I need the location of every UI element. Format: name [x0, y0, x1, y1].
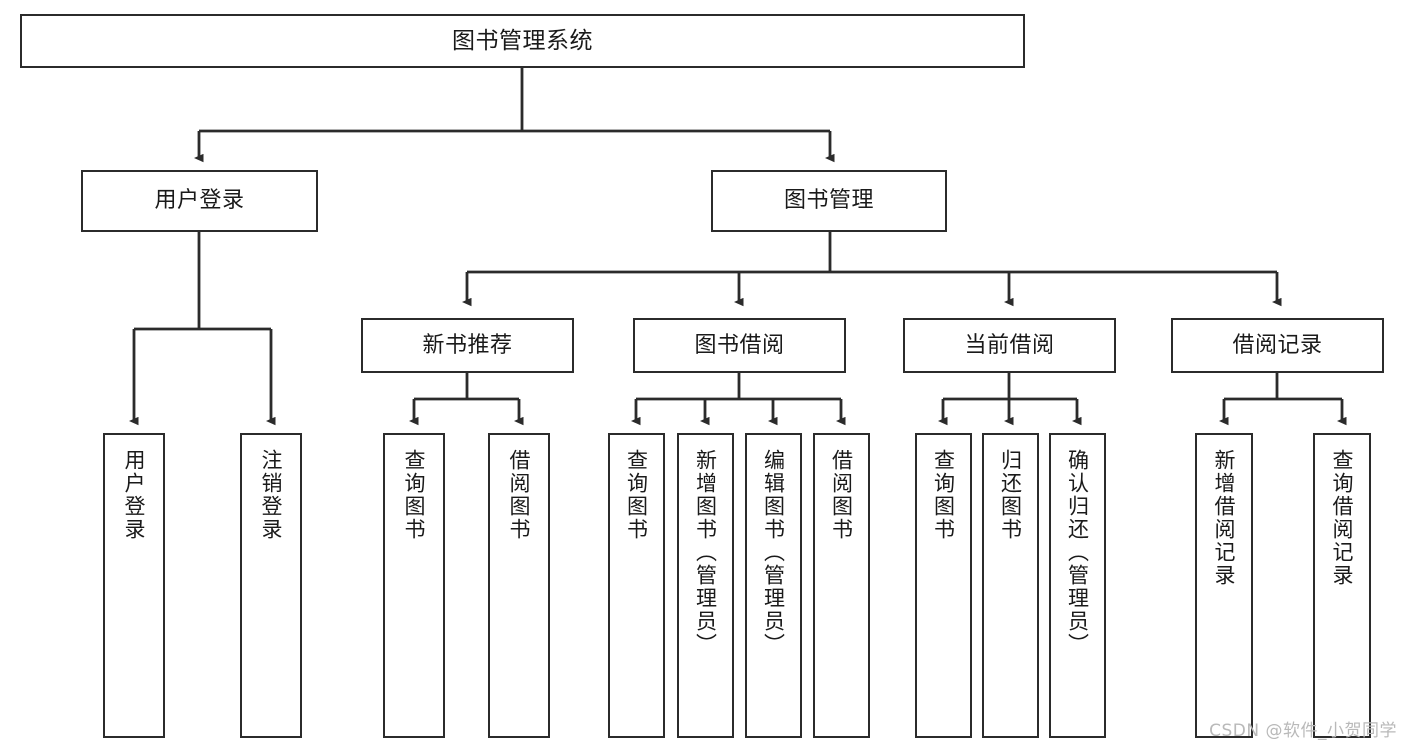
node-book-borrow[interactable]: 图书借阅 — [633, 318, 846, 373]
leaf-query-book-3-label: 查询图书 — [931, 449, 956, 541]
node-new-book-recommend-label: 新书推荐 — [422, 332, 513, 358]
node-current-borrow-label: 当前借阅 — [964, 332, 1055, 358]
leaf-query-book-1[interactable]: 查询图书 — [383, 433, 445, 738]
node-book-borrow-label: 图书借阅 — [694, 332, 785, 358]
leaf-query-book-2[interactable]: 查询图书 — [608, 433, 665, 738]
node-root[interactable]: 图书管理系统 — [20, 14, 1025, 68]
leaf-borrow-book-2[interactable]: 借阅图书 — [813, 433, 870, 738]
leaf-edit-book-label: 编辑图书（管理员） — [761, 449, 786, 656]
leaf-query-book-1-label: 查询图书 — [402, 449, 427, 541]
leaf-query-book-2-label: 查询图书 — [624, 449, 649, 541]
node-borrow-record[interactable]: 借阅记录 — [1171, 318, 1384, 373]
node-root-label: 图书管理系统 — [452, 27, 593, 54]
node-user-login-label: 用户登录 — [154, 188, 245, 214]
node-user-login[interactable]: 用户登录 — [81, 170, 318, 232]
leaf-user-login[interactable]: 用户登录 — [103, 433, 165, 738]
leaf-query-borrow-record-label: 查询借阅记录 — [1330, 449, 1355, 587]
leaf-return-book-label: 归还图书 — [998, 449, 1023, 541]
leaf-add-borrow-record[interactable]: 新增借阅记录 — [1195, 433, 1253, 738]
leaf-add-borrow-record-label: 新增借阅记录 — [1212, 449, 1237, 587]
leaf-query-book-3[interactable]: 查询图书 — [915, 433, 972, 738]
leaf-add-book-label: 新增图书（管理员） — [693, 449, 718, 656]
watermark-text: CSDN @软件_小贺同学 — [1209, 721, 1397, 741]
leaf-add-book[interactable]: 新增图书（管理员） — [677, 433, 734, 738]
leaf-confirm-return-label: 确认归还（管理员） — [1065, 449, 1090, 656]
node-book-management-label: 图书管理 — [783, 188, 874, 214]
node-current-borrow[interactable]: 当前借阅 — [903, 318, 1116, 373]
leaf-edit-book[interactable]: 编辑图书（管理员） — [745, 433, 802, 738]
node-new-book-recommend[interactable]: 新书推荐 — [361, 318, 574, 373]
leaf-logout-login[interactable]: 注销登录 — [240, 433, 302, 738]
leaf-borrow-book-2-label: 借阅图书 — [829, 449, 854, 541]
leaf-confirm-return[interactable]: 确认归还（管理员） — [1049, 433, 1106, 738]
leaf-borrow-book-1-label: 借阅图书 — [507, 449, 532, 541]
node-book-management[interactable]: 图书管理 — [711, 170, 947, 232]
leaf-user-login-label: 用户登录 — [122, 449, 147, 541]
leaf-return-book[interactable]: 归还图书 — [982, 433, 1039, 738]
leaf-logout-login-label: 注销登录 — [259, 449, 284, 541]
node-borrow-record-label: 借阅记录 — [1232, 332, 1323, 358]
leaf-borrow-book-1[interactable]: 借阅图书 — [488, 433, 550, 738]
leaf-query-borrow-record[interactable]: 查询借阅记录 — [1313, 433, 1371, 738]
